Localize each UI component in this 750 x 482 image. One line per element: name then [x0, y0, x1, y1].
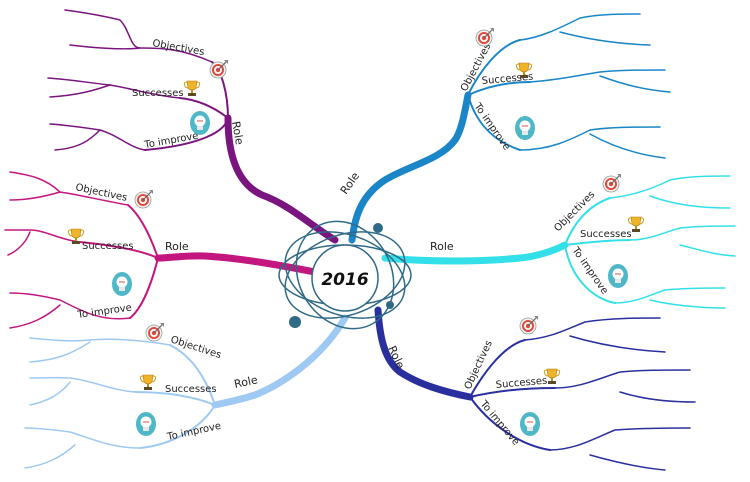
- atom-electron: [386, 301, 394, 309]
- objectives-label-lightblue: Objectives: [169, 334, 222, 361]
- target-icon: [145, 322, 165, 342]
- to-improve-label-navy: To improve: [477, 398, 521, 448]
- successes-label-navy: Successes: [495, 376, 547, 391]
- branch-magenta: [4, 171, 334, 329]
- branch-lightblue: [24, 314, 349, 469]
- target-icon: [475, 27, 495, 47]
- lightbulb-head-icon: [136, 412, 156, 436]
- center-title: 2016: [321, 270, 368, 290]
- successes-label-magenta: Successes: [82, 241, 134, 252]
- successes-label-purple: Successes: [132, 88, 184, 99]
- role-label-lightblue: Role: [233, 373, 259, 391]
- role-label-teal: Role: [338, 170, 362, 197]
- role-label-magenta: Role: [165, 240, 189, 253]
- target-icon: [602, 173, 622, 193]
- to-improve-label-cyan: To improve: [569, 245, 610, 297]
- branch-cyan: [381, 175, 736, 309]
- successes-label-teal: Successes: [481, 72, 533, 87]
- lightbulb-head-icon: [520, 412, 540, 436]
- objectives-label-purple: Objectives: [151, 38, 205, 58]
- branch-navy: [374, 306, 696, 471]
- branch-teal: [348, 13, 671, 244]
- lightbulb-head-icon: [112, 272, 132, 296]
- to-improve-label-teal: To improve: [471, 101, 512, 153]
- lightbulb-head-icon: [608, 264, 628, 288]
- role-label-purple: Role: [229, 120, 246, 146]
- lightbulb-head-icon: [515, 116, 535, 140]
- trophy-icon: [183, 80, 201, 97]
- target-icon: [519, 315, 539, 335]
- lightbulb-head-icon: [190, 111, 210, 135]
- center-node[interactable]: [311, 244, 379, 312]
- atom-electron: [373, 223, 383, 233]
- trophy-icon: [139, 374, 157, 391]
- to-improve-label-purple: To improve: [143, 131, 200, 151]
- branch-purple: [47, 9, 339, 244]
- atom-electron: [289, 316, 301, 328]
- successes-label-cyan: Successes: [580, 229, 632, 240]
- to-improve-label-lightblue: To improve: [165, 421, 222, 443]
- successes-label-lightblue: Successes: [165, 384, 217, 395]
- target-icon: [134, 189, 154, 209]
- role-label-cyan: Role: [430, 240, 454, 253]
- objectives-label-magenta: Objectives: [74, 182, 128, 204]
